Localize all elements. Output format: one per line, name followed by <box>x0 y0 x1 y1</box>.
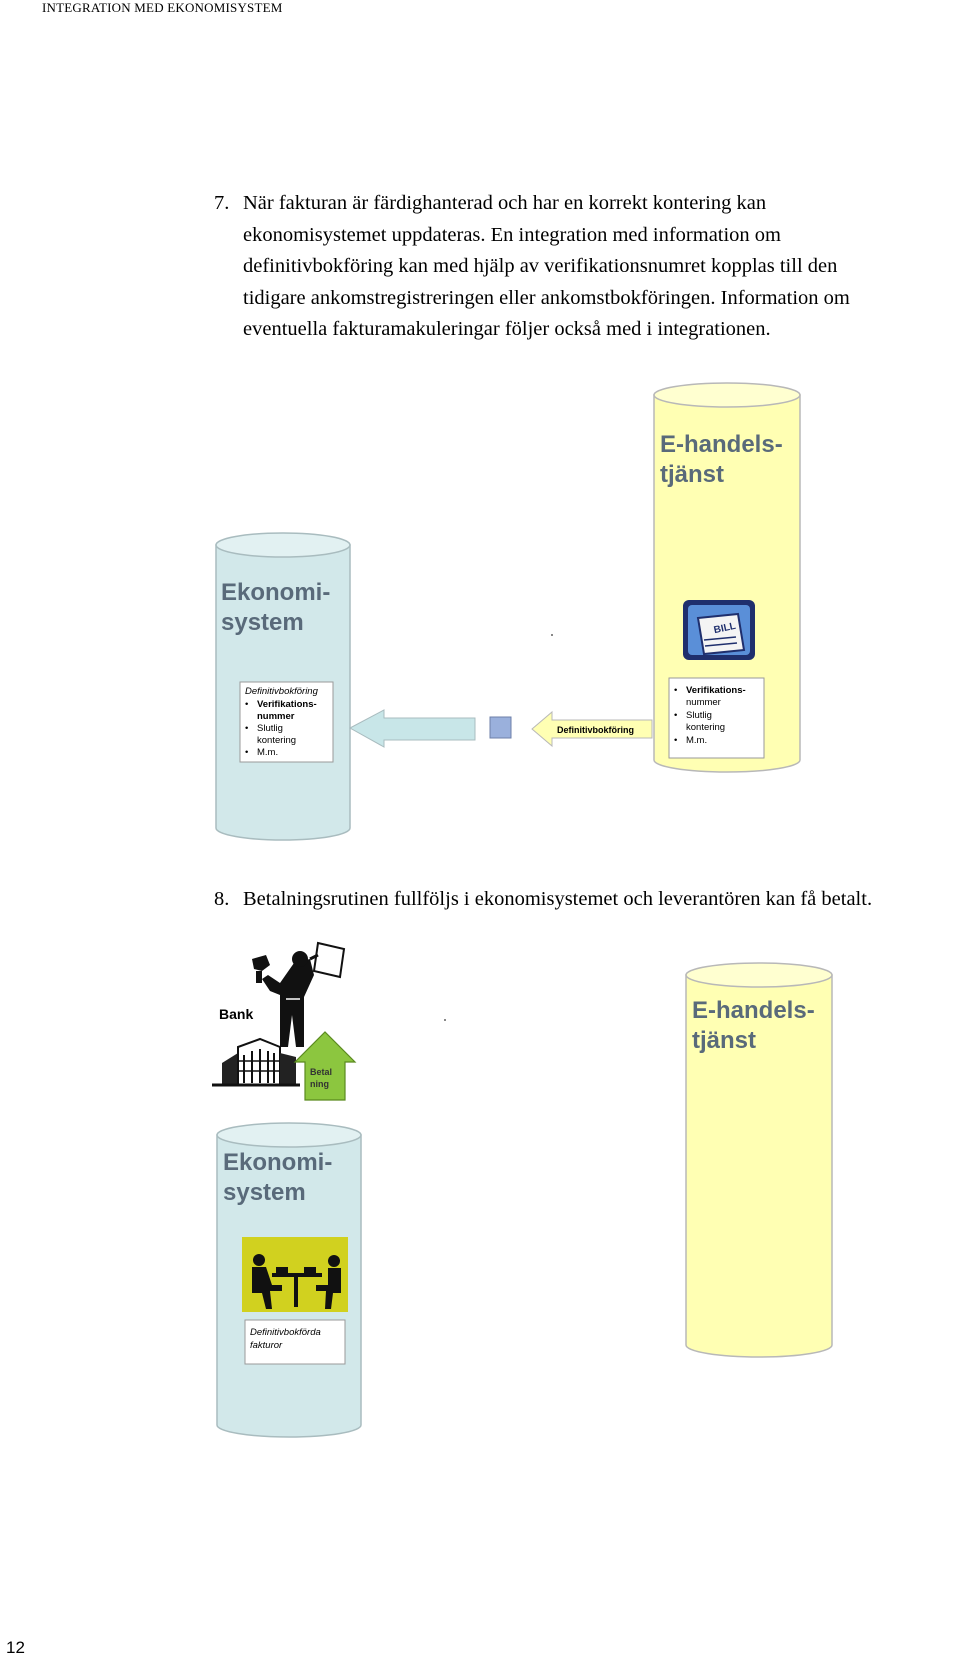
bill-icon: BILL <box>683 600 755 660</box>
ekonomi-label-1: Ekonomi- <box>221 579 330 606</box>
definitive-arrow <box>531 710 653 748</box>
ehandel-label-2: tjänst <box>692 1027 756 1054</box>
bill-label: BILL <box>713 621 737 636</box>
bullet: • <box>674 710 677 721</box>
ehandel-cylinder <box>685 962 833 1358</box>
definitive-info-box: Definitivbokföring • Verifikations- numm… <box>239 681 334 763</box>
ekonomi-label-2: system <box>221 609 304 636</box>
box-item: Slutlig <box>686 710 712 721</box>
bullet: • <box>674 685 677 696</box>
payment-arrow-label-1: Betal <box>310 1067 332 1077</box>
meeting-image <box>242 1237 348 1312</box>
worker-figure-icon <box>252 941 346 1047</box>
step-number: 7. <box>214 192 230 214</box>
payment-arrow-label-2: ning <box>310 1079 329 1089</box>
ehandel-label-2: tjänst <box>660 461 724 488</box>
bullet: • <box>245 699 248 710</box>
text-line: eventuella fakturamakuleringar följer oc… <box>243 318 771 340</box>
ehandel-label-1: E-handels- <box>660 431 783 458</box>
invoices-line-2: fakturor <box>250 1340 283 1351</box>
box-item: M.m. <box>686 735 707 746</box>
speck <box>551 634 553 636</box>
text-line: tidigare ankomstregistreringen eller ank… <box>243 286 850 309</box>
bank-building-icon <box>212 1037 300 1087</box>
ekonomi-label-1: Ekonomi- <box>223 1149 332 1176</box>
page-number: 12 <box>6 1638 25 1657</box>
arrow-label: Definitivbokföring <box>557 725 634 735</box>
text-line: definitivbokföring kan med hjälp av veri… <box>243 255 838 277</box>
bullet: • <box>245 747 248 758</box>
ehandel-label-1: E-handels- <box>692 997 815 1024</box>
step-number: 8. <box>214 888 230 910</box>
step-8-paragraph: 8. Betalningsrutinen fullföljs i ekonomi… <box>214 884 934 916</box>
transfer-square <box>489 716 512 739</box>
ekonomi-label-2: system <box>223 1179 306 1206</box>
bullet: • <box>674 735 677 746</box>
text-line: När fakturan är färdighanterad och har e… <box>243 192 767 214</box>
running-header: INTEGRATION MED EKONOMISYSTEM <box>42 0 283 15</box>
step-text: Betalningsrutinen fullföljs i ekonomisys… <box>243 884 872 916</box>
left-arrow <box>348 709 476 748</box>
step-text: När fakturan är färdighanterad och har e… <box>243 188 850 346</box>
box-item: Verifikations- <box>686 685 746 696</box>
speck <box>444 1019 446 1021</box>
payment-arrow <box>293 1031 357 1101</box>
box-item: kontering <box>686 722 725 733</box>
text-line: ekonomisystemet uppdateras. En integrati… <box>243 223 782 246</box>
box-item: Slutlig <box>257 723 283 734</box>
bank-label: Bank <box>219 1006 253 1022</box>
box-item: kontering <box>257 735 296 746</box>
box-item: nummer <box>257 711 295 722</box>
invoices-line-1: Definitivbokförda <box>250 1327 321 1338</box>
step-7-paragraph: 7. När fakturan är färdighanterad och ha… <box>214 188 934 353</box>
box-title: Definitivbokföring <box>245 686 319 697</box>
bullet: • <box>245 723 248 734</box>
ehandel-info-box: • Verifikations- nummer • Slutlig konter… <box>668 677 765 759</box>
text-line: Betalningsrutinen fullföljs i ekonomisys… <box>243 888 873 910</box>
box-item: nummer <box>686 697 721 708</box>
box-item: Verifikations- <box>257 699 317 710</box>
definitive-bookkeeping-diagram: E-handels- tjänst BILL Ekonomi- system D… <box>215 382 801 841</box>
invoices-box <box>244 1319 346 1365</box>
payment-diagram: E-handels- tjänst Ekonomi- system Defini… <box>212 941 833 1438</box>
box-item: M.m. <box>257 747 278 758</box>
